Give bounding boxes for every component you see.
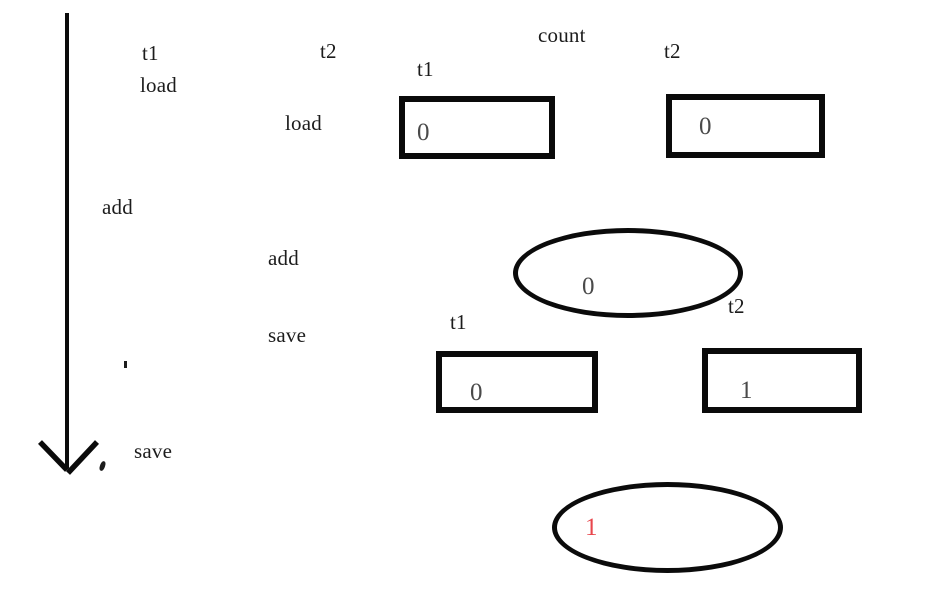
row2-t2-box-label: t2 [728, 294, 745, 318]
arrow-head-left-wing [38, 440, 69, 472]
row2-t1-value: 0 [470, 379, 483, 406]
row1-t2-register-box: 0 [666, 94, 825, 158]
thread1-save-label: save [134, 439, 173, 463]
shared-count-ellipse-mid: 0 [513, 228, 743, 318]
thread2-add-label: add [268, 246, 299, 270]
thread1-load-label: load [140, 73, 177, 97]
arrow-head-right-wing [65, 440, 100, 475]
row2-t1-box-label: t1 [450, 310, 467, 334]
shared-count-mid-value: 0 [582, 273, 595, 300]
thread2-load-label: load [285, 111, 322, 135]
shared-count-ellipse-final: 1 [552, 482, 783, 573]
timeline-arrow-down-icon [38, 13, 100, 475]
count-title-label: count [538, 23, 586, 47]
thread1-label: t1 [142, 41, 159, 65]
row1-t1-register-box: 0 [399, 96, 555, 159]
row2-t2-value: 1 [740, 377, 753, 404]
row1-t1-value: 0 [417, 119, 430, 146]
shared-count-final-value: 1 [585, 514, 598, 541]
row1-t2-box-label: t2 [664, 39, 681, 63]
row2-t1-register-box: 0 [436, 351, 598, 413]
thread2-label: t2 [320, 39, 337, 63]
row1-t2-value: 0 [699, 113, 712, 140]
thread2-save-label: save [268, 323, 307, 347]
stray-tick-mark [124, 361, 127, 368]
row1-t1-box-label: t1 [417, 57, 434, 81]
thread1-add-label: add [102, 195, 133, 219]
row2-t2-register-box: 1 [702, 348, 862, 413]
